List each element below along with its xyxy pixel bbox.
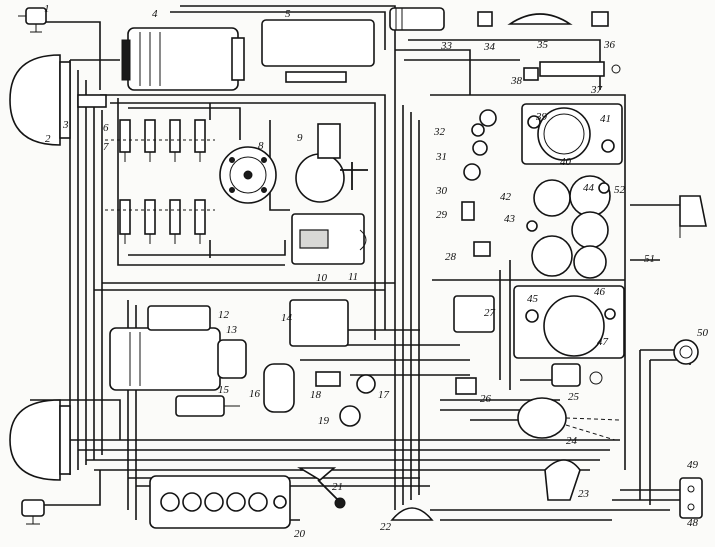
component-labels: 1 2 3 4 5 6 7 8 9 10 11 12 13 14 15 16 1… [44, 3, 709, 540]
component-10-relay-box [291, 213, 367, 265]
component-1-side-lamp [18, 7, 47, 33]
label-2: 2 [45, 133, 51, 145]
label-24: 24 [566, 435, 578, 447]
component-26-fuse [455, 377, 477, 395]
component-50-connector [673, 339, 699, 365]
label-50: 50 [697, 327, 709, 339]
label-12: 12 [218, 309, 230, 321]
label-30: 30 [435, 185, 448, 197]
component-33-lamp [389, 7, 445, 31]
label-3: 3 [62, 119, 69, 131]
label-8: 8 [258, 140, 264, 152]
label-10: 10 [316, 272, 328, 284]
component-45-47-gauge [513, 285, 625, 359]
label-5: 5 [285, 8, 291, 20]
label-19: 19 [318, 415, 330, 427]
label-38: 38 [510, 75, 523, 87]
component-25-ignition-switch [551, 363, 603, 387]
wiring-harness [30, 5, 691, 521]
component-30-32-bulbs [463, 109, 497, 181]
label-9: 9 [297, 132, 303, 144]
component-24-wiper-motor [517, 397, 621, 441]
component-23-switch [544, 459, 581, 501]
component-8-distributor [219, 146, 277, 204]
label-36: 36 [603, 39, 616, 51]
label-44: 44 [583, 182, 595, 194]
label-16: 16 [249, 388, 261, 400]
label-23: 23 [578, 488, 590, 500]
label-47: 47 [597, 336, 609, 348]
label-51: 51 [644, 253, 655, 265]
component-9-ignition-coil [295, 123, 368, 203]
component-spark-plugs-lower [105, 199, 215, 244]
label-6: 6 [103, 122, 109, 134]
component-28-switch [461, 201, 491, 257]
component-18-sensor [315, 371, 341, 387]
component-14-relay [289, 299, 349, 347]
component-3-connector-block [77, 94, 107, 108]
component-2-headlamp [9, 54, 71, 146]
component-27-relay [453, 295, 495, 333]
component-spark-plugs-upper [105, 119, 215, 162]
label-35: 35 [536, 39, 549, 51]
label-13: 13 [226, 324, 238, 336]
component-35-dome-lamp [507, 13, 573, 25]
component-34-fuse [477, 11, 493, 27]
component-20-fuse-box [149, 475, 291, 529]
component-19-sensor [339, 405, 361, 427]
label-49: 49 [687, 459, 699, 471]
component-37-fuse-strip [539, 61, 621, 77]
component-38-connector [523, 67, 539, 81]
label-31: 31 [435, 151, 447, 163]
label-45: 45 [527, 293, 539, 305]
label-40: 40 [560, 156, 572, 168]
label-46: 46 [594, 286, 606, 298]
component-21-fuel-sender [297, 467, 346, 509]
label-39: 39 [535, 111, 548, 123]
label-18: 18 [310, 389, 322, 401]
label-28: 28 [445, 251, 457, 263]
label-22: 22 [380, 521, 392, 533]
label-25: 25 [568, 391, 580, 403]
label-32: 32 [433, 126, 446, 138]
component-4-generator [121, 27, 245, 91]
label-34: 34 [483, 41, 496, 53]
label-21: 21 [332, 481, 343, 493]
label-7: 7 [103, 141, 109, 153]
component-16-horn [263, 363, 295, 413]
component-5-voltage-regulator [261, 19, 375, 83]
label-4: 4 [152, 8, 158, 20]
component-48-49-rear-lamp [679, 477, 703, 519]
component-headlamp-lower [9, 399, 71, 525]
label-33: 33 [440, 40, 453, 52]
label-14: 14 [281, 312, 293, 324]
label-42: 42 [500, 191, 512, 203]
component-13-starter-motor [109, 305, 247, 391]
component-39-41-gauges [521, 103, 623, 165]
label-15: 15 [218, 384, 230, 396]
label-52: 52 [614, 184, 626, 196]
component-22-lamp [390, 507, 434, 521]
component-15-switch [175, 395, 240, 417]
label-26: 26 [480, 393, 492, 405]
component-17-sensor [356, 374, 376, 394]
label-41: 41 [600, 113, 611, 125]
component-51-lamp [679, 195, 707, 238]
label-11: 11 [348, 271, 358, 283]
component-42-52-gauges [526, 175, 611, 279]
label-20: 20 [294, 528, 306, 540]
label-27: 27 [484, 307, 496, 319]
label-43: 43 [504, 213, 516, 225]
label-48: 48 [687, 517, 699, 529]
label-17: 17 [378, 389, 390, 401]
component-36-switch [591, 11, 609, 27]
label-29: 29 [436, 209, 448, 221]
label-1: 1 [44, 3, 50, 15]
label-37: 37 [590, 84, 603, 96]
